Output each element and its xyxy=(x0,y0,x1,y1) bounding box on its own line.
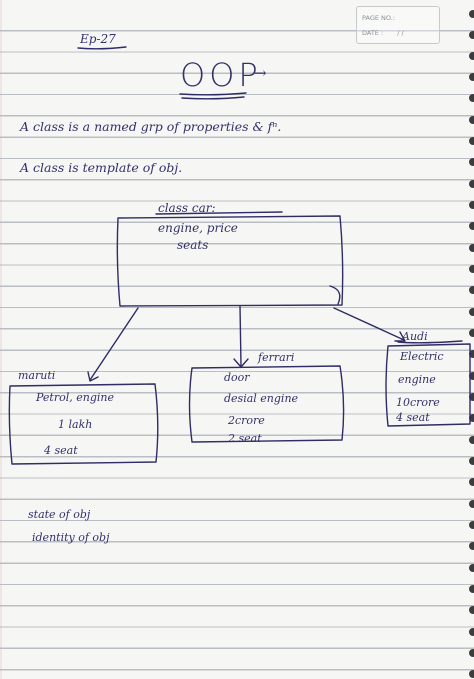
binder-hole xyxy=(469,457,474,465)
ferrari-line-2: desial engine xyxy=(224,392,299,405)
binder-hole xyxy=(469,31,474,39)
maruti-line-3: 4 seat xyxy=(44,444,78,457)
arrow-to-maruti xyxy=(89,307,139,381)
binder-hole xyxy=(469,201,474,209)
footer-note-2: identity of obj xyxy=(32,531,110,544)
binder-hole xyxy=(469,94,474,102)
ferrari-line-1: door xyxy=(224,371,250,384)
date-label: DATE : xyxy=(362,29,384,37)
audi-label-underline xyxy=(397,340,463,344)
binder-hole xyxy=(469,606,474,614)
binder-hole xyxy=(469,244,474,252)
audi-line-1: Electric xyxy=(400,350,444,363)
binder-holes xyxy=(466,0,474,679)
maruti-box-outline xyxy=(8,383,159,465)
binder-hole xyxy=(469,286,474,294)
class-box-hook xyxy=(329,285,341,305)
class-title-underline xyxy=(155,211,283,215)
arrow-to-ferrari xyxy=(239,305,242,367)
audi-box-outline xyxy=(385,343,471,427)
definition-line-1: A class is a named grp of properties & f… xyxy=(20,119,282,134)
arrow-to-maruti-head xyxy=(87,371,99,382)
ferrari-box-outline xyxy=(188,365,345,443)
title-arrow: → xyxy=(254,64,267,82)
maruti-line-1: Petrol, engine xyxy=(36,391,114,404)
binder-hole xyxy=(469,500,474,508)
binder-hole xyxy=(469,116,474,124)
page-margin xyxy=(0,0,2,679)
title-underline-2 xyxy=(181,96,245,100)
episode-underline xyxy=(77,46,127,50)
ferrari-line-3: 2crore xyxy=(228,414,265,427)
binder-hole xyxy=(469,393,474,401)
binder-hole xyxy=(469,542,474,550)
binder-hole xyxy=(469,478,474,486)
binder-hole xyxy=(469,372,474,380)
binder-hole xyxy=(469,308,474,316)
object-label-maruti: maruti xyxy=(18,369,56,382)
date-value: / / xyxy=(397,29,404,37)
class-box-outline xyxy=(116,215,344,307)
audi-line-2: engine xyxy=(398,373,436,386)
binder-hole xyxy=(469,564,474,572)
binder-hole xyxy=(469,585,474,593)
binder-hole xyxy=(469,436,474,444)
binder-hole xyxy=(469,628,474,636)
binder-hole xyxy=(469,350,474,358)
class-box-line-2: seats xyxy=(177,238,209,252)
ferrari-line-4: 2 seat xyxy=(228,432,262,445)
binder-hole xyxy=(469,521,474,529)
maruti-line-2: 1 lakh xyxy=(58,418,93,431)
binder-hole xyxy=(469,158,474,166)
page-title: OOP xyxy=(180,56,262,94)
binder-hole xyxy=(469,265,474,273)
arrow-to-audi-head xyxy=(394,331,406,342)
title-underline xyxy=(179,92,247,96)
page-header-box: PAGE NO.: DATE : / / xyxy=(356,6,440,44)
class-box-line-1: engine, price xyxy=(158,221,238,235)
binder-hole xyxy=(469,137,474,145)
audi-line-4: 4 seat xyxy=(396,411,430,424)
audi-line-3: 10crore xyxy=(396,396,440,409)
class-box-title: class car: xyxy=(158,201,216,215)
page-no-label: PAGE NO.: xyxy=(362,14,396,22)
binder-hole xyxy=(469,329,474,337)
binder-hole xyxy=(469,10,474,18)
definition-line-2: A class is template of obj. xyxy=(20,160,183,175)
footer-note-1: state of obj xyxy=(28,508,91,521)
binder-hole xyxy=(469,52,474,60)
binder-hole xyxy=(469,649,474,657)
binder-hole xyxy=(469,73,474,81)
binder-hole xyxy=(469,222,474,230)
object-label-audi: Audi xyxy=(402,330,428,343)
date-row: DATE : / / xyxy=(362,29,404,37)
episode-label: Ep-27 xyxy=(80,32,116,46)
binder-hole xyxy=(469,414,474,422)
arrow-to-audi xyxy=(333,307,405,341)
binder-hole xyxy=(469,670,474,678)
binder-hole xyxy=(469,180,474,188)
object-label-ferrari: ferrari xyxy=(258,351,295,364)
